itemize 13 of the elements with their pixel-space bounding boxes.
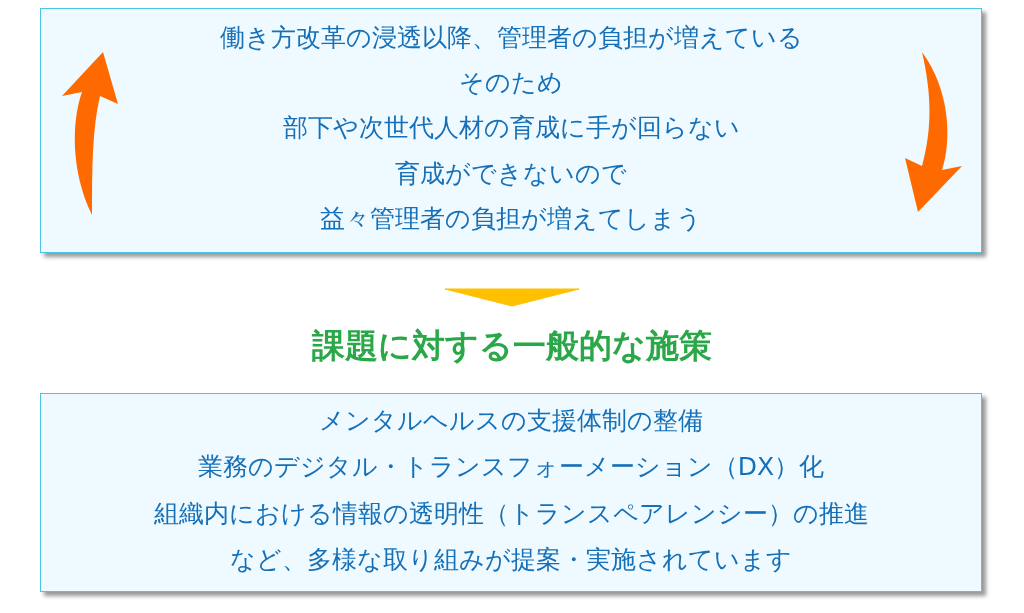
text-line: 組織内における情報の透明性（トランスペアレンシー）の推進 bbox=[153, 498, 869, 529]
text-line: など、多様な取り組みが提案・実施されています bbox=[230, 544, 792, 575]
text-line: 益々管理者の負担が増えてしまう bbox=[320, 204, 702, 235]
heading: 課題に対する一般的な施策 bbox=[312, 324, 712, 367]
arrow bbox=[444, 288, 580, 307]
info-box bbox=[40, 393, 982, 592]
text-line: メンタルヘルスの支援体制の整備 bbox=[319, 406, 703, 437]
text-line: 部下や次世代人材の育成に手が回らない bbox=[282, 113, 740, 144]
info-box bbox=[40, 8, 982, 253]
text-line: 業務のデジタル・トランスフォーメーション（DX）化 bbox=[197, 452, 825, 483]
text-line: 働き方改革の浸透以降、管理者の負担が増えている bbox=[219, 22, 803, 53]
text-line: そのため bbox=[459, 68, 563, 99]
text-line: 育成ができないので bbox=[395, 158, 627, 189]
